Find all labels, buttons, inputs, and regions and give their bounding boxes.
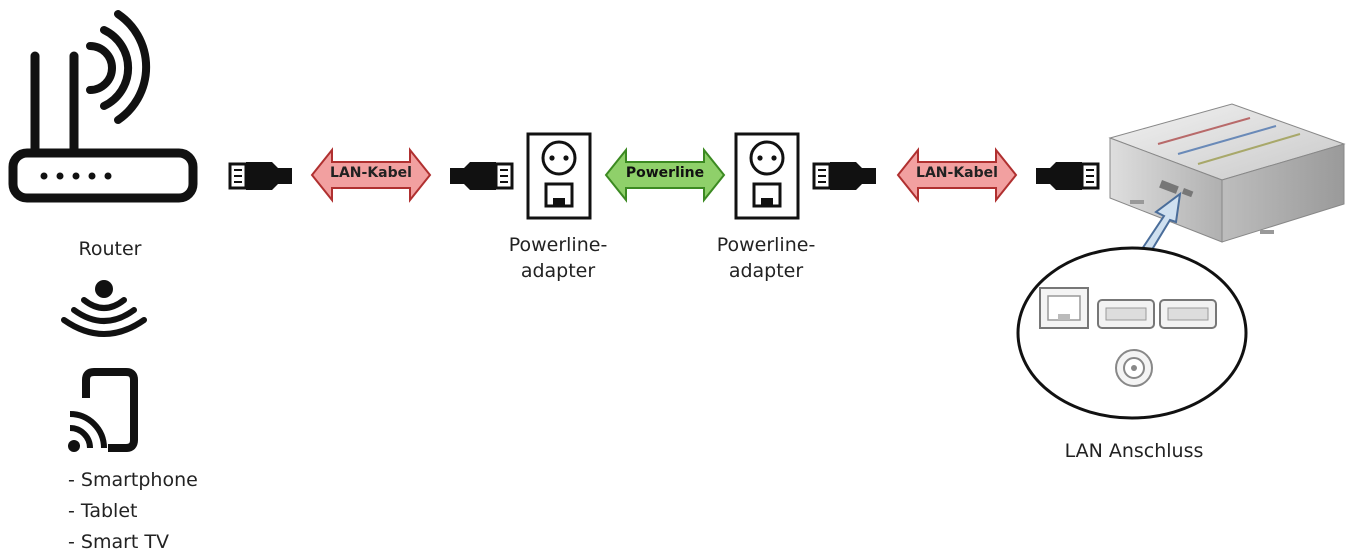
adapter-right-label: Powerline- adapter [696, 232, 836, 284]
lan-port-zoom [1014, 244, 1250, 422]
device-list-item: - Smartphone [68, 469, 198, 491]
adapter-label-line: adapter [728, 260, 804, 282]
lan-cable-label: LAN-Kabel [330, 165, 412, 181]
ethernet-plug [448, 158, 514, 194]
wifi-signal-icon [61, 280, 147, 337]
powerline-adapter-left [526, 132, 592, 220]
lan-cable-arrow-left: LAN-Kabel [310, 147, 432, 203]
ethernet-plug-icon [1034, 160, 1100, 192]
adapter-label-line: Powerline- [508, 234, 608, 256]
adapter-left-label: Powerline- adapter [488, 232, 628, 284]
ethernet-plug-icon [448, 160, 514, 192]
magnifier-circle-icon [1016, 246, 1248, 420]
receiver-box [1100, 96, 1348, 256]
router-icon [8, 10, 198, 203]
receiver-box-icon [1108, 103, 1346, 243]
ethernet-plug [812, 158, 878, 194]
router [8, 8, 198, 208]
adapter-label-line: adapter [520, 260, 596, 282]
cast-device-icon [68, 368, 138, 452]
ethernet-plug-icon [812, 160, 878, 192]
double-arrow-icon [896, 147, 1018, 203]
adapter-label-line: Powerline- [716, 234, 816, 256]
lan-cable-arrow-right: LAN-Kabel [896, 147, 1018, 203]
powerline-label: Powerline [625, 165, 705, 181]
double-arrow-icon [310, 147, 432, 203]
ethernet-plug [228, 158, 294, 194]
device-list: - Smartphone - Tablet - Smart TV [68, 465, 268, 558]
ethernet-plug-icon [228, 160, 294, 192]
router-label: Router [78, 238, 142, 260]
lan-port-label: LAN Anschluss [1064, 440, 1204, 462]
ethernet-plug [1034, 158, 1100, 194]
powerline-adapter-right [734, 132, 800, 220]
device-list-item: - Smart TV [68, 531, 170, 553]
powerline-arrow: Powerline [604, 147, 726, 203]
device-list-item: - Tablet [68, 500, 138, 522]
wifi-signal [56, 276, 152, 340]
double-arrow-icon [604, 147, 726, 203]
powerline-adapter-icon [734, 132, 800, 220]
lan-cable-label: LAN-Kabel [916, 165, 998, 181]
powerline-adapter-icon [526, 132, 592, 220]
cast-device [66, 368, 146, 458]
